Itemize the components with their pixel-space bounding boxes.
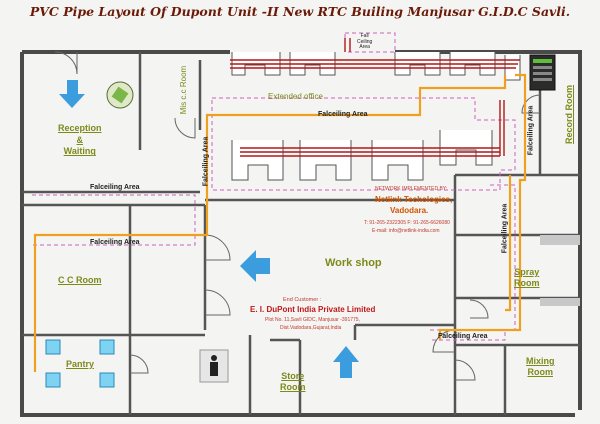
customer-address-1: Plot No. 11,Savli GIDC, Manjusar -391775…	[265, 317, 360, 323]
page-title: PVC Pipe Layout Of Dupont Unit -II New R…	[29, 4, 571, 19]
orange-pipes	[33, 73, 527, 372]
falseceiling-label-bottom: Falceiling Area	[438, 333, 488, 340]
red-pipes	[230, 38, 520, 157]
customer-name: E. I. DuPont India Private Limited	[250, 305, 376, 314]
mis-cc-room-label: Mis c.c Room	[179, 65, 189, 115]
cc-room-label: C C Room	[58, 275, 102, 285]
falseceiling-label-ccroom-top: Falceiling Area	[90, 184, 140, 191]
falseceiling-label-vertical-right: Falceiling Area	[527, 105, 535, 156]
network-city: Vadodara.	[390, 206, 429, 215]
falseceiling-label-ccroom: Falceiling Area	[90, 239, 140, 246]
extended-office-label: Extended office	[268, 92, 324, 101]
network-phone: T: 91-265-2322305 F: 91-265-6626080	[364, 220, 450, 226]
workstations-middle	[231, 130, 493, 181]
customer-address-2: Dist.Vadodara,Gujarat,India	[280, 325, 342, 331]
customer-heading: End Customer :	[283, 297, 322, 303]
network-company: Netlink Techologies,	[375, 195, 453, 204]
inner-walls	[22, 52, 580, 415]
store-room-label: Store Room	[280, 371, 306, 392]
pantry-tables	[45, 339, 115, 388]
record-room-label: Record Room	[564, 84, 575, 145]
falseceiling-label-vertical-left: Falceiling Area	[202, 136, 210, 187]
reception-desk-icon	[106, 81, 134, 109]
falseceiling-label-top: Falceiling Area	[318, 111, 368, 118]
workstations-top	[231, 52, 521, 81]
restroom-icon	[199, 349, 229, 383]
falseceiling-label-spray: Falceiling Area	[501, 203, 509, 254]
entry-arrows	[59, 80, 359, 378]
network-rack	[529, 54, 556, 91]
spray-room-label: Spray Room	[514, 267, 540, 288]
mixing-room-label: Mixing Room	[526, 356, 555, 377]
workshop-label: Work shop	[325, 257, 382, 269]
reception-label: Reception & Waiting	[58, 123, 102, 157]
network-heading: NETWORK IMPLEMENTED BY:	[375, 186, 448, 192]
network-email: E-mail: info@netlink-india.com	[372, 228, 440, 234]
corridor-bars	[540, 235, 580, 306]
pantry-label: Pantry	[66, 359, 95, 369]
fall-ceiling-label: Fall Ceiling Area	[357, 33, 373, 50]
